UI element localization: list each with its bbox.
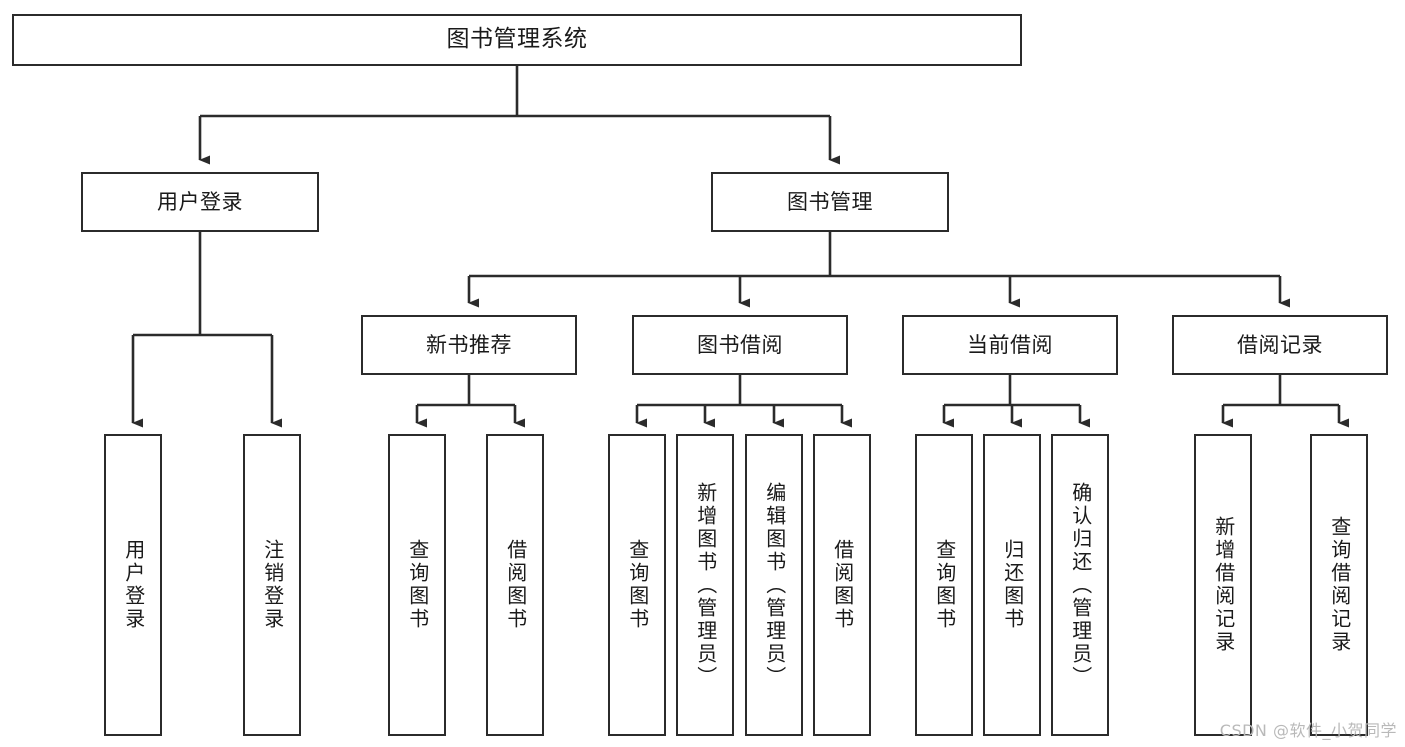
node-leaf-confirm-return[interactable]: 确认归还（管理员） bbox=[1051, 434, 1109, 736]
node-label: 当前借阅 bbox=[967, 332, 1053, 357]
node-label: 查询图书 bbox=[932, 539, 957, 631]
node-new-book-recommend[interactable]: 新书推荐 bbox=[361, 315, 577, 375]
node-user-login[interactable]: 用户登录 bbox=[81, 172, 319, 232]
node-label: 用户登录 bbox=[157, 189, 243, 214]
node-label: 归还图书 bbox=[1000, 539, 1025, 631]
node-label: 图书管理系统 bbox=[446, 26, 588, 53]
node-leaf-logout-login[interactable]: 注销登录 bbox=[243, 434, 301, 736]
node-leaf-return-book[interactable]: 归还图书 bbox=[983, 434, 1041, 736]
node-label: 借阅图书 bbox=[503, 539, 528, 631]
node-label: 查询图书 bbox=[625, 539, 650, 631]
node-leaf-borrow-book-1[interactable]: 借阅图书 bbox=[486, 434, 544, 736]
node-leaf-query-borrow-record[interactable]: 查询借阅记录 bbox=[1310, 434, 1368, 736]
node-label: 新增借阅记录 bbox=[1211, 516, 1236, 654]
node-label: 用户登录 bbox=[121, 539, 146, 631]
node-label: 图书借阅 bbox=[697, 332, 783, 357]
node-label: 确认归还（管理员） bbox=[1068, 481, 1093, 689]
node-label: 注销登录 bbox=[260, 539, 285, 631]
node-leaf-add-borrow-record[interactable]: 新增借阅记录 bbox=[1194, 434, 1252, 736]
node-leaf-query-book-1[interactable]: 查询图书 bbox=[388, 434, 446, 736]
node-leaf-add-book[interactable]: 新增图书（管理员） bbox=[676, 434, 734, 736]
node-label: 借阅图书 bbox=[830, 539, 855, 631]
node-leaf-edit-book[interactable]: 编辑图书（管理员） bbox=[745, 434, 803, 736]
node-label: 新增图书（管理员） bbox=[693, 481, 718, 689]
node-label: 新书推荐 bbox=[426, 332, 512, 357]
node-leaf-query-book-2[interactable]: 查询图书 bbox=[608, 434, 666, 736]
node-root-book-management-system[interactable]: 图书管理系统 bbox=[12, 14, 1022, 66]
node-borrow-record[interactable]: 借阅记录 bbox=[1172, 315, 1388, 375]
node-leaf-borrow-book-2[interactable]: 借阅图书 bbox=[813, 434, 871, 736]
node-label: 查询图书 bbox=[405, 539, 430, 631]
node-book-management[interactable]: 图书管理 bbox=[711, 172, 949, 232]
node-current-borrow[interactable]: 当前借阅 bbox=[902, 315, 1118, 375]
node-leaf-user-login[interactable]: 用户登录 bbox=[104, 434, 162, 736]
node-label: 借阅记录 bbox=[1237, 332, 1323, 357]
node-label: 图书管理 bbox=[787, 189, 873, 214]
node-label: 查询借阅记录 bbox=[1327, 516, 1352, 654]
node-leaf-query-book-3[interactable]: 查询图书 bbox=[915, 434, 973, 736]
node-label: 编辑图书（管理员） bbox=[762, 481, 787, 689]
node-book-borrow[interactable]: 图书借阅 bbox=[632, 315, 848, 375]
